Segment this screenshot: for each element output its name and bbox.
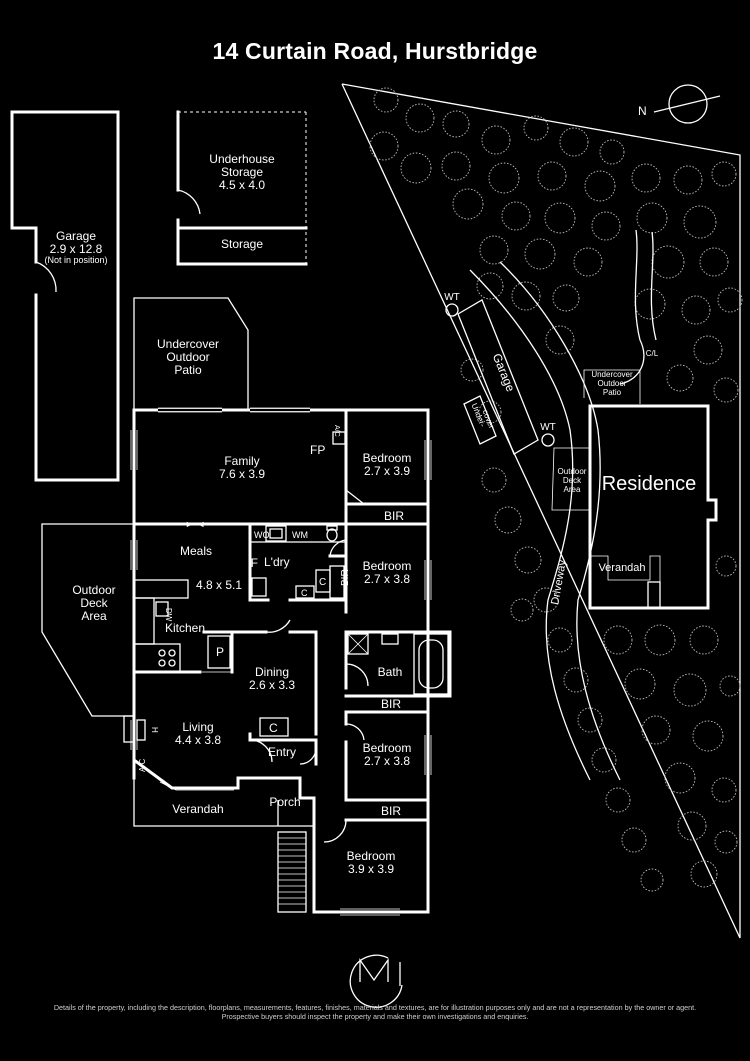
fp-label: FP <box>310 443 325 457</box>
deck-label-3: Area <box>81 609 107 623</box>
verandah-label: Verandah <box>172 802 223 816</box>
bedroom-3-size: 2.7 x 3.8 <box>364 754 410 768</box>
agency-logo <box>349 954 403 1008</box>
residence-label: Residence <box>602 473 697 495</box>
disclaimer-line-2: Prospective buyers should inspect the pr… <box>221 1012 529 1021</box>
laundry-label: L'dry <box>264 555 290 569</box>
site-garage-label: Garage <box>490 351 518 394</box>
garage-note: (Not in position) <box>44 255 107 265</box>
compass-n-label: N <box>638 104 647 118</box>
bedroom-2-name: Bedroom <box>363 559 412 573</box>
bath-label: Bath <box>378 665 403 679</box>
underhouse-label-1: Underhouse <box>209 152 275 166</box>
bedroom-3-name: Bedroom <box>363 741 412 755</box>
dining-name: Dining <box>255 665 289 679</box>
bir-4-label: BIR <box>381 804 401 818</box>
deck-label-1: Outdoor <box>72 583 115 597</box>
underhouse-label-2: Storage <box>221 165 263 179</box>
site-plan: N <box>341 83 743 939</box>
storage-label: Storage <box>221 237 263 251</box>
house-plan: Undercover Outdoor Patio Outdoor Deck Ar… <box>41 297 452 916</box>
bir-1-label: BIR <box>384 509 404 523</box>
clothesline-label: C/L <box>646 349 659 358</box>
driveway-label: Driveway <box>549 559 569 606</box>
cupboard-label-small: C <box>301 588 308 598</box>
water-tank-2-label: WT <box>540 422 556 433</box>
ac-label-family: A/C <box>333 425 340 437</box>
site-patio-label-1: Undercover <box>591 370 633 379</box>
dishwasher-label: DW <box>164 608 173 622</box>
deck-label-2: Deck <box>80 596 108 610</box>
meals-label: Meals <box>180 544 212 558</box>
patio-label-1: Undercover <box>157 337 219 351</box>
dining-size: 2.6 x 3.3 <box>249 678 295 692</box>
garage-size: 2.9 x 12.8 <box>50 242 103 256</box>
site-deck-label-1: Outdoor <box>558 467 587 476</box>
tree-canopy <box>369 87 743 892</box>
garage-plan: Garage 2.9 x 12.8 (Not in position) <box>10 110 120 482</box>
patio-label-2: Outdoor <box>166 350 209 364</box>
site-deck-label-3: Area <box>564 485 581 494</box>
sliding-arrow-icon: ► ◄ <box>185 519 205 529</box>
cupboard-label-laundry: C <box>319 577 326 588</box>
fridge-label: F <box>251 556 258 570</box>
living-size: 4.4 x 3.8 <box>175 733 221 747</box>
kitchen-label: Kitchen <box>165 621 205 635</box>
family-size: 7.6 x 3.9 <box>219 467 265 481</box>
site-patio-label-2: Outdoor <box>598 379 627 388</box>
family-name: Family <box>224 454 259 468</box>
site-patio-label-3: Patio <box>603 388 622 397</box>
pantry-label: P <box>216 645 224 659</box>
ac-label-living: A/C <box>138 758 147 772</box>
bedroom-4-size: 3.9 x 3.9 <box>348 862 394 876</box>
wm-label: WM <box>292 530 308 540</box>
bedroom-4-name: Bedroom <box>347 849 396 863</box>
bir-3-label: BIR <box>381 697 401 711</box>
bedroom-1-name: Bedroom <box>363 451 412 465</box>
bir-2-label: BIR <box>340 569 351 586</box>
site-verandah-label: Verandah <box>598 562 645 574</box>
bedroom-1-size: 2.7 x 3.9 <box>364 464 410 478</box>
water-tank-1-label: WT <box>444 292 460 303</box>
underhouse-size: 4.5 x 4.0 <box>219 178 265 192</box>
site-deck-label-2: Deck <box>563 476 582 485</box>
heater-label: H <box>150 727 159 733</box>
stairs <box>277 831 307 913</box>
living-name: Living <box>182 720 213 734</box>
page-title: 14 Curtain Road, Hurstbridge <box>212 38 538 64</box>
cupboard-label-entry: C <box>269 721 278 735</box>
wo-label: WO <box>254 530 270 540</box>
patio-label-3: Patio <box>174 363 202 377</box>
compass-icon: N <box>638 84 721 124</box>
underhouse-storage-plan: Underhouse Storage 4.5 x 4.0 Storage <box>176 110 308 266</box>
bedroom-2-size: 2.7 x 3.8 <box>364 572 410 586</box>
porch-label: Porch <box>269 795 300 809</box>
meals-size: 4.8 x 5.1 <box>196 578 242 592</box>
disclaimer-line-1: Details of the property, including the d… <box>53 1003 697 1012</box>
entry-label: Entry <box>268 745 296 759</box>
disclaimer: Details of the property, including the d… <box>20 1003 730 1021</box>
garage-name: Garage <box>56 229 96 243</box>
